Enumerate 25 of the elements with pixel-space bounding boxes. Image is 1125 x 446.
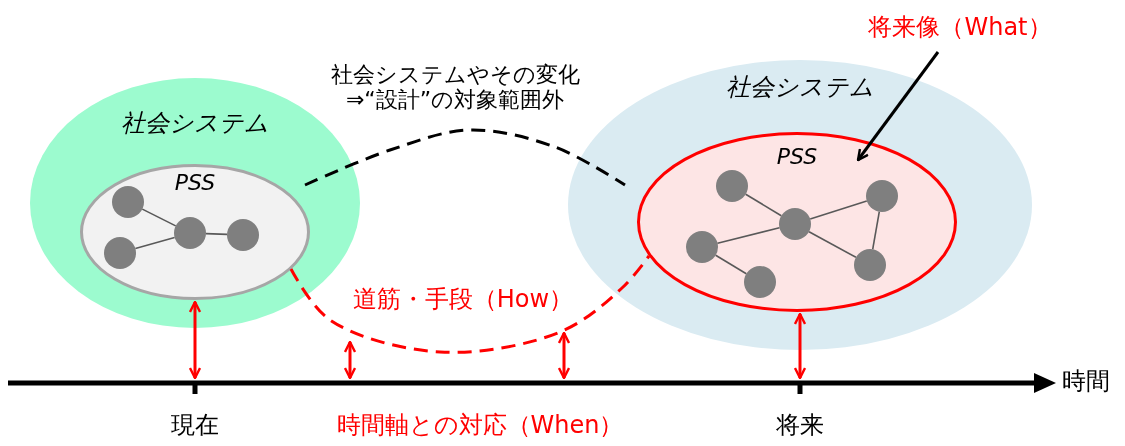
link-line bbox=[714, 254, 748, 275]
arrow bbox=[793, 312, 807, 380]
time-point-label: 現在 bbox=[171, 412, 219, 440]
arrow bbox=[856, 51, 940, 162]
region-label: 社会システム bbox=[121, 110, 269, 138]
arrow bbox=[343, 340, 357, 380]
axis-label: 時間 bbox=[1062, 368, 1110, 396]
arrow bbox=[188, 300, 202, 380]
link-line bbox=[808, 230, 857, 259]
link-line bbox=[744, 193, 783, 217]
time-point-label: 時間軸との対応（When） bbox=[336, 412, 624, 440]
time-point-label: 将来 bbox=[776, 412, 824, 440]
arrow bbox=[557, 331, 571, 380]
link-line bbox=[134, 236, 176, 250]
dashed-curve bbox=[289, 255, 651, 354]
link-line bbox=[809, 200, 868, 220]
pss-label: PSS bbox=[174, 170, 216, 196]
region-label: 社会システム bbox=[726, 74, 874, 102]
link-line bbox=[205, 232, 228, 236]
link-line bbox=[716, 227, 781, 244]
link-line bbox=[141, 208, 177, 227]
pss-label: PSS bbox=[776, 144, 818, 170]
callout-text: 将来像（What） bbox=[868, 14, 1052, 42]
link-line bbox=[871, 210, 881, 251]
dashed-curve bbox=[304, 128, 626, 187]
